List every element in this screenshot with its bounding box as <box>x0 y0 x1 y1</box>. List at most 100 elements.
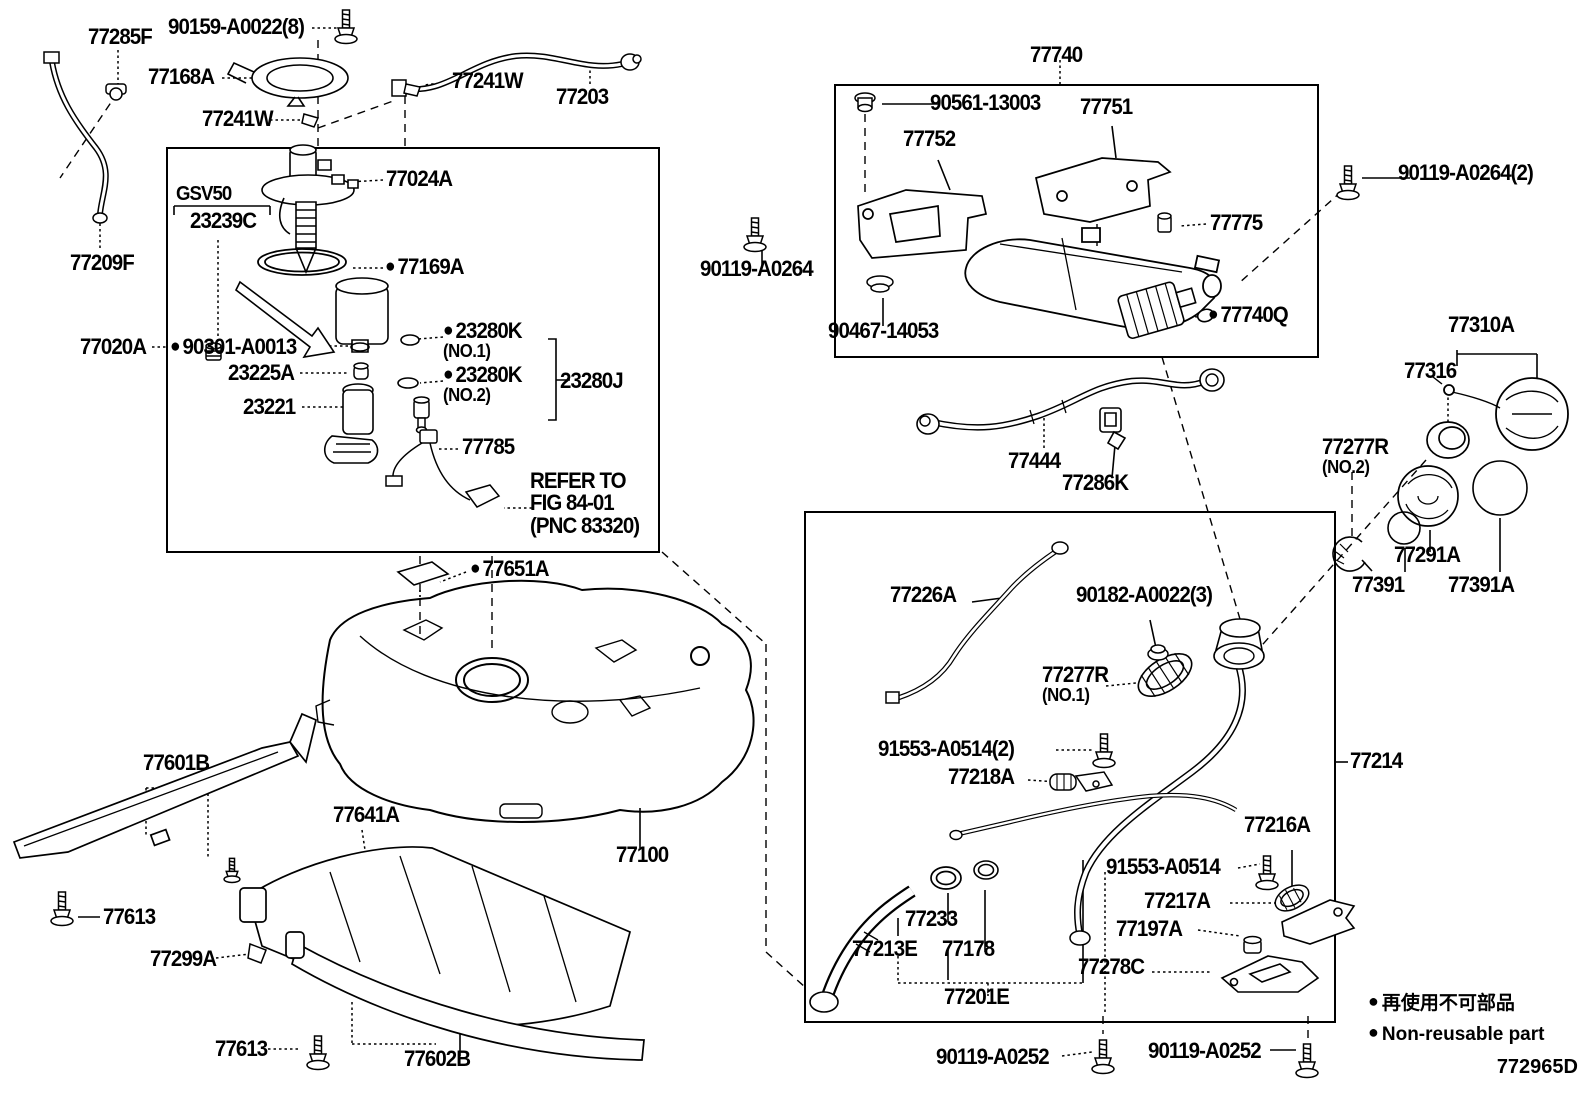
part-number-qualifier: (NO.1) <box>1042 685 1090 706</box>
label-90561-13003[interactable]: 90561-13003 <box>930 91 1041 114</box>
part-number-text: 90182-A0022(3) <box>1076 582 1213 607</box>
label-77197A[interactable]: 77197A <box>1116 916 1183 941</box>
o-ring-77391 <box>1388 512 1420 544</box>
legend-text-jp: 再使用不可部品 <box>1381 993 1515 1014</box>
part-number-text: 77197A <box>1116 916 1183 941</box>
clamp-77218a <box>1050 772 1112 791</box>
label-77602B[interactable]: 77602B <box>404 1046 471 1071</box>
label-77291A[interactable]: 77291A <box>1394 543 1461 566</box>
label-77178[interactable]: 77178 <box>942 937 995 960</box>
label-77751[interactable]: 77751 <box>1080 95 1133 118</box>
label-77310A[interactable]: 77310A <box>1448 313 1515 336</box>
label-77218A[interactable]: 77218A <box>948 765 1015 788</box>
label-77217A[interactable]: 77217A <box>1144 889 1211 912</box>
label-77024A[interactable]: 77024A <box>386 166 453 191</box>
nut-77197a <box>1244 937 1261 954</box>
label-91553-A0514[interactable]: 91553-A0514 <box>1106 855 1221 878</box>
part-number-text: 77168A <box>148 64 215 89</box>
label-77651A[interactable]: ●77651A <box>470 556 550 581</box>
cap-ring-77316 <box>1427 422 1469 458</box>
cushion-23225a <box>354 363 368 379</box>
label-77286K[interactable]: 77286K <box>1062 471 1129 494</box>
part-number-text: 77602B <box>404 1046 471 1071</box>
part-number-text: 77601B <box>143 750 210 775</box>
label-77752[interactable]: 77752 <box>903 126 956 151</box>
label-77233[interactable]: 77233 <box>905 906 958 931</box>
label-90301-A0013[interactable]: ●90301-A0013 <box>170 334 298 359</box>
label-77785[interactable]: 77785 <box>462 435 515 458</box>
label-77209F[interactable]: 77209F <box>70 251 135 274</box>
part-number-text: 77651A <box>482 556 550 581</box>
tank-band-77601b <box>14 714 316 858</box>
label-77601B[interactable]: 77601B <box>143 750 210 775</box>
label-77740Q[interactable]: ●77740Q <box>1208 303 1289 326</box>
non-reusable-legend: ●再使用不可部品 ●Non-reusable part <box>1368 988 1544 1049</box>
grommet-23239c <box>206 343 221 360</box>
note-line: FIG 84-01 <box>530 490 615 516</box>
label-77169A[interactable]: ●77169A <box>385 255 465 278</box>
hose-77209f <box>44 52 107 223</box>
label-77226A[interactable]: 77226A <box>890 583 957 606</box>
bracket-77751 <box>1036 158 1170 222</box>
label-77214[interactable]: 77214 <box>1350 749 1403 772</box>
label-77213E[interactable]: 77213E <box>852 937 918 960</box>
part-number-text: 77024A <box>386 166 453 191</box>
part-number-text: 77752 <box>903 126 956 151</box>
fuel-tank-77100 <box>316 581 754 822</box>
label-90119-A0252-1[interactable]: 90119-A0252 <box>936 1045 1050 1068</box>
part-number-text: 90159-A0022(8) <box>168 14 305 39</box>
label-77216A[interactable]: 77216A <box>1244 813 1311 836</box>
label-90119-A0264[interactable]: 90119-A0264 <box>700 257 814 280</box>
label-77775[interactable]: 77775 <box>1210 211 1263 234</box>
label-77203[interactable]: 77203 <box>556 85 609 108</box>
label-77100[interactable]: 77100 <box>616 842 669 867</box>
label-90182-A0022[interactable]: 90182-A0022(3) <box>1076 582 1213 607</box>
part-number-text: 77233 <box>905 906 958 931</box>
label-77641A[interactable]: 77641A <box>333 803 400 826</box>
label-77241W-1[interactable]: 77241W <box>202 107 274 130</box>
clip-77299a <box>248 944 266 963</box>
label-77285F[interactable]: 77285F <box>88 25 153 48</box>
label-23239C[interactable]: 23239C <box>190 209 257 232</box>
label-77277R-1[interactable]: 77277R(NO.1) <box>1042 663 1109 706</box>
part-number-text: 90119-A0252 <box>1148 1038 1262 1063</box>
label-23221[interactable]: 23221 <box>243 395 296 418</box>
non-reusable-dot-icon: ● <box>1208 304 1219 325</box>
label-90119-A0252-2[interactable]: 90119-A0252 <box>1148 1038 1262 1063</box>
label-77613-1[interactable]: 77613 <box>103 905 156 928</box>
part-number-text: 77299A <box>150 946 217 971</box>
label-77316[interactable]: 77316 <box>1404 359 1457 382</box>
label-77391A[interactable]: 77391A <box>1448 573 1515 596</box>
label-90119-A0264-2[interactable]: 90119-A0264(2) <box>1398 160 1534 185</box>
label-77299A[interactable]: 77299A <box>150 946 217 971</box>
legend-row-en: ●Non-reusable part <box>1368 1019 1544 1050</box>
label-90467-14053[interactable]: 90467-14053 <box>828 319 939 342</box>
spacer-77775 <box>1158 213 1171 232</box>
label-91553-A0514-2[interactable]: 91553-A0514(2) <box>878 737 1015 760</box>
label-77613-2[interactable]: 77613 <box>215 1037 268 1060</box>
label-23280J[interactable]: 23280J <box>560 369 624 392</box>
label-77168A[interactable]: 77168A <box>148 64 215 89</box>
part-number-text: 90301-A0013 <box>182 334 298 359</box>
label-23280K-2[interactable]: ●23280K(NO.2) <box>443 363 523 405</box>
label-77241W-2[interactable]: 77241W <box>452 69 524 92</box>
label-23225A[interactable]: 23225A <box>228 361 295 384</box>
label-77391[interactable]: 77391 <box>1352 573 1405 596</box>
part-number-text: 77100 <box>616 842 669 867</box>
fuel-pump-23221 <box>325 384 378 463</box>
label-77201E[interactable]: 77201E <box>944 985 1010 1008</box>
label-77278C[interactable]: 77278C <box>1078 954 1145 979</box>
label-GSV50[interactable]: GSV50 <box>176 184 232 204</box>
label-77277R-2[interactable]: 77277R(NO.2) <box>1322 434 1389 477</box>
label-90159-A0022[interactable]: 90159-A0022(8) <box>168 14 305 39</box>
label-77740[interactable]: 77740 <box>1030 43 1083 66</box>
label-23280K-1[interactable]: ●23280K(NO.1) <box>443 319 523 361</box>
nut-90561-13003 <box>855 93 875 112</box>
label-77444[interactable]: 77444 <box>1008 449 1061 472</box>
label-77020A[interactable]: 77020A <box>80 335 147 358</box>
part-number-text: 77277R <box>1322 434 1389 459</box>
part-number-text: 90119-A0264(2) <box>1398 160 1534 185</box>
part-number-text: 77278C <box>1078 954 1145 979</box>
